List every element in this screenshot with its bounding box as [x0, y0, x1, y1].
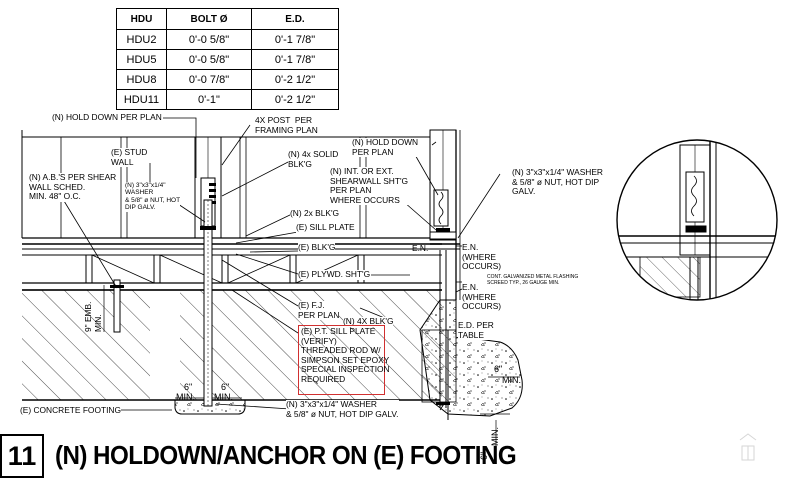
detail-number: 11 — [0, 434, 44, 478]
label-4x-blkg: (N) 4X BLK'G — [343, 316, 394, 327]
label-stud-wall: (E) STUD WALL — [111, 147, 148, 168]
dim-6-b: 6" — [221, 382, 230, 392]
table-cell: 0'-2 1/2" — [251, 69, 339, 90]
table-header-hdu: HDU — [116, 8, 167, 30]
label-hold-down: (N) HOLD DOWN PER PLAN — [52, 112, 162, 123]
label-emb-min: 9" EMB. MIN. — [83, 301, 103, 332]
anchor-bolt-left — [110, 279, 124, 333]
dim-6-c: 6" — [494, 364, 503, 374]
label-pt-sill: (E) P.T. SILL PLATE (VERIFY) THREADED RO… — [301, 326, 390, 384]
table-header: HDU BOLT Ø E.D. — [116, 8, 339, 30]
label-e-blkg: (E) BLK'G — [298, 242, 336, 253]
label-sill-plate: (E) SILL PLATE — [296, 222, 355, 233]
table-cell: 0'-0 7/8" — [166, 69, 252, 90]
table-cell: 0'-0 5/8" — [166, 49, 252, 70]
detail-bubble — [616, 139, 778, 301]
label-ab-per-shear: (N) A.B.'S PER SHEAR WALL SCHED. MIN. 48… — [29, 172, 117, 202]
label-hold-down-right: (N) HOLD DOWN PER PLAN — [352, 137, 419, 158]
table-cell: 0'-1 7/8" — [251, 49, 339, 70]
detail-title: (N) HOLDOWN/ANCHOR ON (E) FOOTING — [55, 440, 517, 470]
table-cell: 0'-2 1/2" — [251, 89, 339, 110]
table-cell: HDU2 — [116, 29, 167, 50]
label-washer-right: (N) 3"x3"x1/4" WASHER & 5/8" ø NUT, HOT … — [512, 167, 603, 197]
table-header-bolt: BOLT Ø — [166, 8, 252, 30]
table-cell: HDU11 — [116, 89, 167, 110]
callout-box-pt-sill — [298, 325, 385, 395]
table-row: HDU11 0'-1" 0'-2 1/2" — [116, 89, 339, 110]
footing-pad — [174, 399, 246, 415]
table-header-ed: E.D. — [251, 8, 339, 30]
watermark-logo — [739, 433, 757, 461]
label-2x-blkg: (N) 2x BLK'G — [290, 208, 340, 219]
label-int-ext-shearwall: (N) INT. OR EXT. SHEARWALL SHT'G PER PLA… — [330, 166, 409, 206]
dim-min-c: MIN. — [502, 375, 521, 385]
table-row: HDU2 0'-0 5/8" 0'-1 7/8" — [116, 29, 339, 50]
dimensions — [103, 285, 520, 460]
dim-min-b: MIN. — [214, 392, 233, 402]
dim-6-a: 6" — [184, 382, 193, 392]
label-flashing: CONT. GALVANIZED METAL FLASHING SCREED T… — [487, 274, 579, 286]
label-washer-bottom: (N) 3"x3"x1/4" WASHER & 5/8" ø NUT, HOT … — [286, 399, 399, 420]
label-ed-table: E.D. PER TABLE — [458, 320, 494, 341]
table-cell: HDU8 — [116, 69, 167, 90]
right-footing — [419, 299, 523, 420]
table-row: HDU8 0'-0 7/8" 0'-2 1/2" — [116, 69, 339, 90]
table-cell: 0'-1" — [166, 89, 252, 110]
label-concrete-footing: (E) CONCRETE FOOTING — [20, 405, 121, 416]
label-washer-small: (N) 3"x3"x1/4" WASHER & 5/8" ø NUT, HOT … — [125, 182, 181, 212]
label-post: 4X POST PER FRAMING PLAN — [255, 115, 318, 136]
label-fj: (E) F.J. PER PLAN — [298, 300, 340, 321]
footing-hatch — [22, 289, 442, 401]
table-cell: HDU5 — [116, 49, 167, 70]
threaded-rod — [200, 199, 216, 407]
floor-framing — [22, 237, 442, 291]
table-cell: 0'-1 7/8" — [251, 29, 339, 50]
label-en-2: E.N. (WHERE OCCURS) — [462, 242, 502, 272]
label-plywd: (E) PLYWD. SHT'G — [298, 269, 371, 280]
hdu-table: HDU BOLT Ø E.D. HDU2 0'-0 5/8" 0'-1 7/8"… — [116, 8, 339, 110]
label-en-1: E.N. — [412, 243, 429, 253]
label-solid-blkg: (N) 4x SOLID BLK'G — [288, 149, 339, 170]
label-en-3: E.N. (WHERE OCCURS) — [462, 282, 502, 312]
table-cell: 0'-0 5/8" — [166, 29, 252, 50]
table-row: HDU5 0'-0 5/8" 0'-1 7/8" — [116, 49, 339, 70]
dim-min-a: MIN. — [176, 392, 195, 402]
